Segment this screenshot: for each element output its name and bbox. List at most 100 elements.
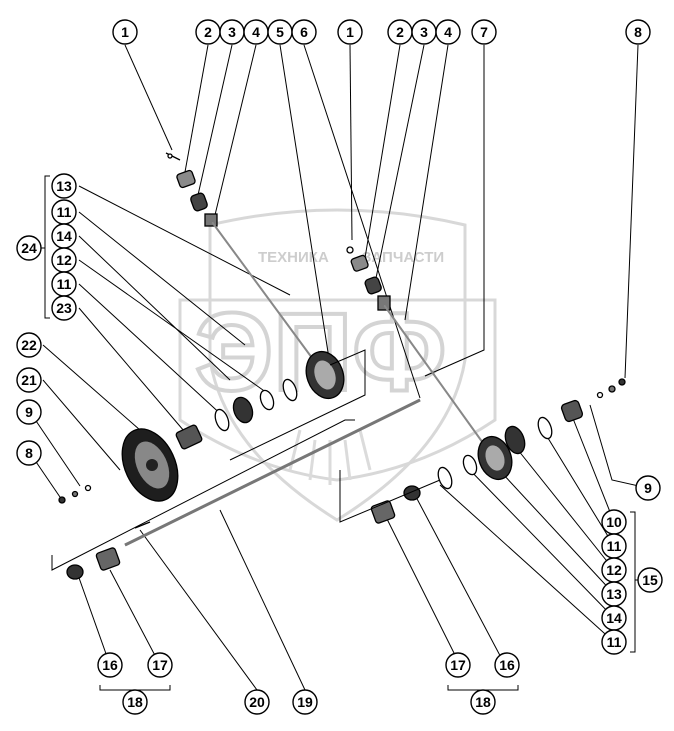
bearing-part-12b <box>504 425 526 455</box>
washer-nut-right <box>596 378 626 399</box>
ring-part-14b <box>462 454 478 476</box>
bearing-part-12a <box>232 396 254 424</box>
svg-text:23: 23 <box>56 300 72 316</box>
callout-4b[interactable]: 4 <box>435 19 461 45</box>
callout-15[interactable]: 15 <box>637 567 663 593</box>
svg-text:18: 18 <box>127 694 143 710</box>
callout-23[interactable]: 23 <box>51 295 77 321</box>
callout-9b[interactable]: 9 <box>635 475 661 501</box>
svg-text:14: 14 <box>56 228 72 244</box>
svg-text:12: 12 <box>56 252 72 268</box>
callout-24[interactable]: 24 <box>16 235 42 261</box>
callout-8b[interactable]: 8 <box>16 440 42 466</box>
bolt-part <box>165 152 181 161</box>
callout-14a[interactable]: 14 <box>51 223 77 249</box>
callout-12b[interactable]: 12 <box>601 557 627 583</box>
callout-10[interactable]: 10 <box>601 509 627 535</box>
svg-text:3: 3 <box>420 24 428 40</box>
callout-4a[interactable]: 4 <box>243 19 269 45</box>
callout-1a[interactable]: 1 <box>112 19 138 45</box>
svg-text:14: 14 <box>606 610 622 626</box>
connecting-rod-right <box>383 304 513 481</box>
housing-part-2a <box>176 169 196 189</box>
housing-part-10 <box>560 399 584 423</box>
svg-text:20: 20 <box>249 694 265 710</box>
bracket-part-17a <box>95 547 121 571</box>
svg-text:12: 12 <box>606 562 622 578</box>
callout-2a[interactable]: 2 <box>195 19 221 45</box>
svg-text:17: 17 <box>152 657 168 673</box>
callout-11c[interactable]: 11 <box>601 533 627 559</box>
pulley-part <box>121 428 179 502</box>
svg-text:7: 7 <box>480 24 488 40</box>
callout-18b[interactable]: 18 <box>470 689 496 715</box>
watermark-line1: ТЕХНИКА <box>258 249 329 266</box>
svg-text:16: 16 <box>499 657 515 673</box>
callout-3b[interactable]: 3 <box>411 19 437 45</box>
callout-11b[interactable]: 11 <box>51 271 77 297</box>
callout-8a[interactable]: 8 <box>625 19 651 45</box>
callout-16b[interactable]: 16 <box>494 652 520 678</box>
callout-2b[interactable]: 2 <box>387 19 413 45</box>
callout-17a[interactable]: 17 <box>147 652 173 678</box>
callouts: 1 2 3 4 5 6 1 2 3 4 7 8 13 11 14 12 11 2… <box>16 19 663 715</box>
callout-11a[interactable]: 11 <box>51 199 77 225</box>
callout-13a[interactable]: 13 <box>51 173 77 199</box>
svg-text:9: 9 <box>25 404 33 420</box>
callout-11d[interactable]: 11 <box>601 629 627 655</box>
callout-21[interactable]: 21 <box>16 367 42 393</box>
callout-3a[interactable]: 3 <box>219 19 245 45</box>
bearing-part-16b <box>403 485 421 501</box>
callout-22[interactable]: 22 <box>16 332 42 358</box>
svg-text:10: 10 <box>606 514 622 530</box>
hub-part-23 <box>175 424 203 450</box>
svg-text:16: 16 <box>102 657 118 673</box>
key-part-20 <box>134 521 151 529</box>
parts <box>51 152 626 580</box>
callout-18a[interactable]: 18 <box>122 689 148 715</box>
callout-5[interactable]: 5 <box>267 19 293 45</box>
callout-17b[interactable]: 17 <box>445 652 471 678</box>
svg-text:22: 22 <box>21 337 37 353</box>
washer-nut-left <box>58 484 92 504</box>
callout-6[interactable]: 6 <box>291 19 317 45</box>
svg-text:13: 13 <box>56 178 72 194</box>
svg-text:17: 17 <box>450 657 466 673</box>
svg-text:4: 4 <box>444 24 452 40</box>
callout-7[interactable]: 7 <box>471 19 497 45</box>
svg-text:8: 8 <box>634 24 642 40</box>
svg-text:9: 9 <box>644 480 652 496</box>
callout-16a[interactable]: 16 <box>97 652 123 678</box>
callout-1b[interactable]: 1 <box>337 19 363 45</box>
flange-part-4b <box>377 295 391 311</box>
callout-19[interactable]: 19 <box>292 689 318 715</box>
callout-14b[interactable]: 14 <box>601 605 627 631</box>
svg-text:11: 11 <box>57 276 72 292</box>
svg-text:13: 13 <box>606 586 622 602</box>
ring-part-14a <box>259 389 275 411</box>
flange-part-4a <box>204 213 218 227</box>
svg-text:19: 19 <box>297 694 313 710</box>
svg-text:6: 6 <box>300 24 308 40</box>
svg-text:3: 3 <box>228 24 236 40</box>
svg-text:2: 2 <box>204 24 212 40</box>
housing-part-2b <box>350 254 369 272</box>
ring-part-11a <box>214 408 230 432</box>
callout-13b[interactable]: 13 <box>601 581 627 607</box>
watermark-line2: ЗАПЧАСТИ <box>362 249 444 266</box>
callout-12a[interactable]: 12 <box>51 247 77 273</box>
svg-text:15: 15 <box>642 572 658 588</box>
ring-part-11c <box>537 416 553 440</box>
ring-part-11b <box>282 378 298 402</box>
svg-text:18: 18 <box>475 694 491 710</box>
svg-text:5: 5 <box>276 24 284 40</box>
svg-text:21: 21 <box>21 372 37 388</box>
bearing-part-16a <box>66 564 84 580</box>
svg-text:11: 11 <box>607 538 622 554</box>
callout-9a[interactable]: 9 <box>16 399 42 425</box>
svg-text:4: 4 <box>252 24 260 40</box>
svg-text:24: 24 <box>21 240 37 256</box>
callout-20[interactable]: 20 <box>244 689 270 715</box>
